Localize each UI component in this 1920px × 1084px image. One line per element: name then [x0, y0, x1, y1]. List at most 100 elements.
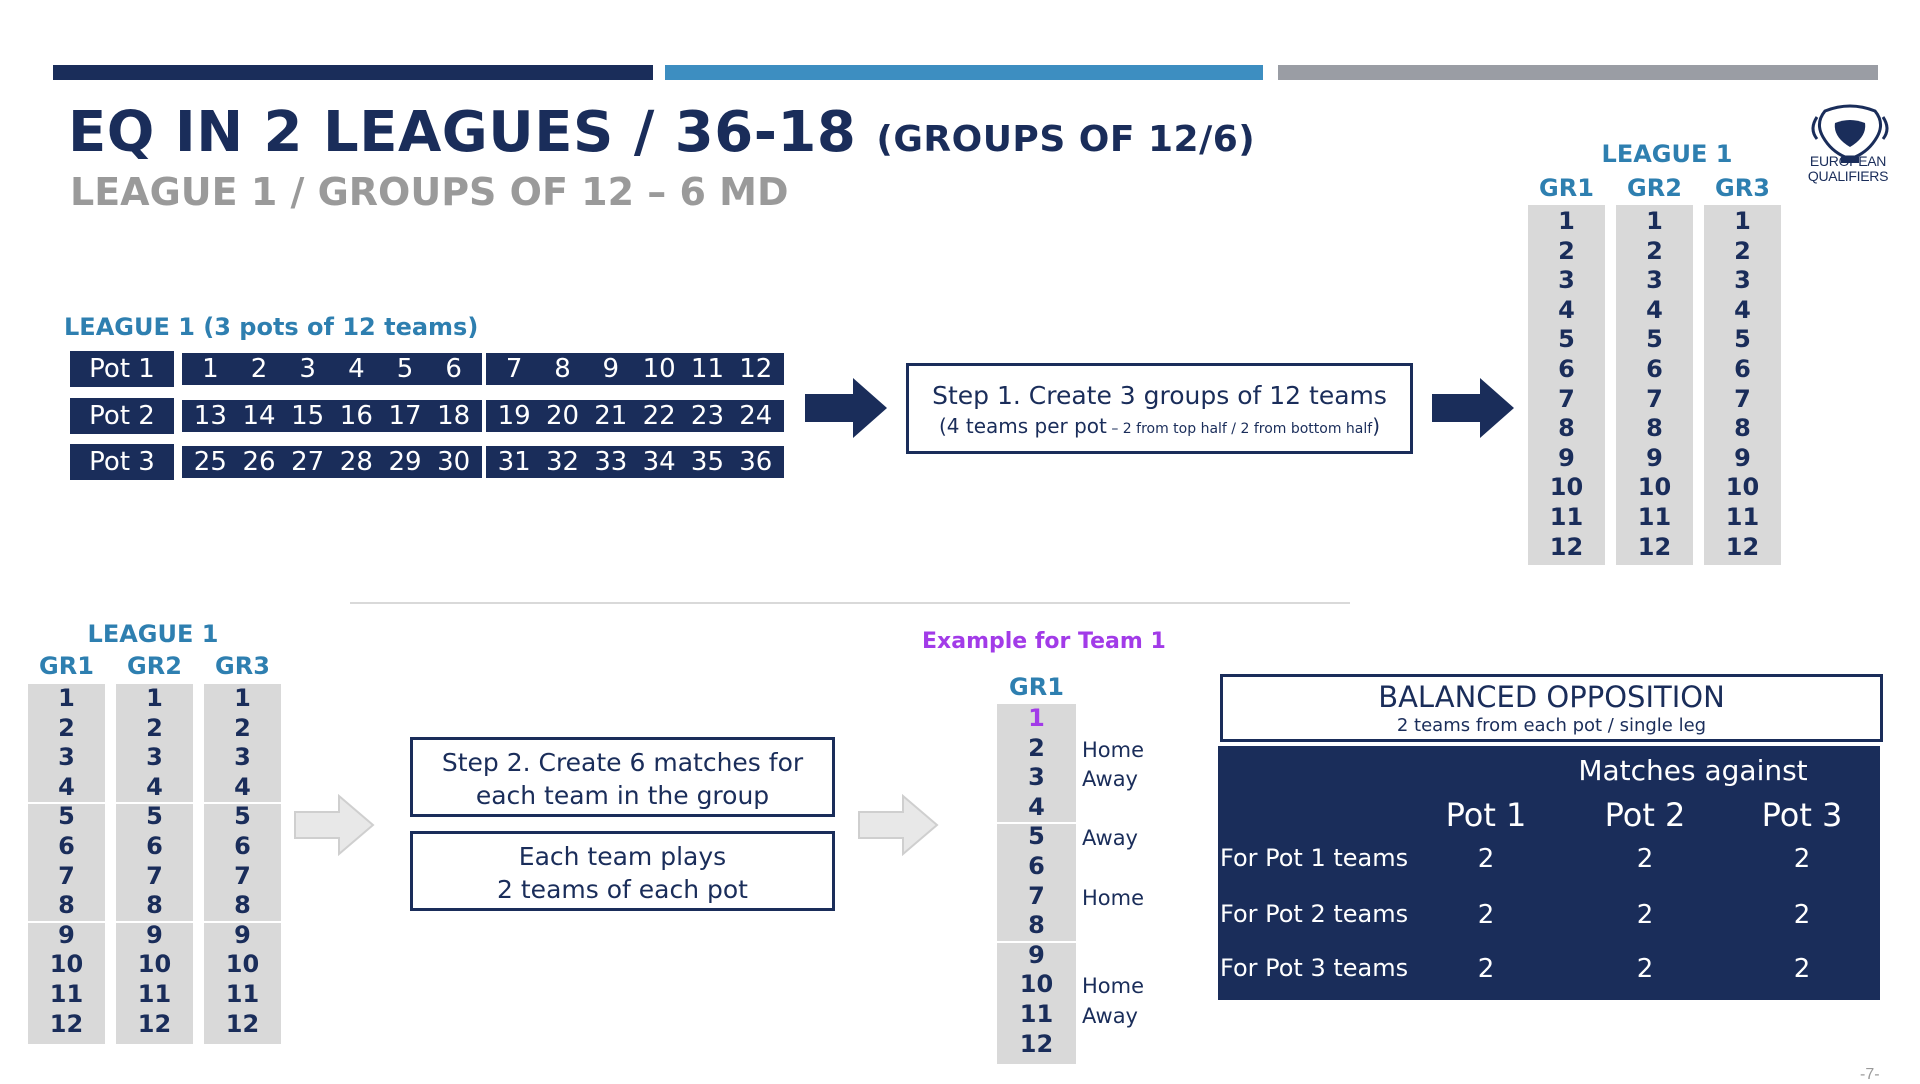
group-team-number: 4: [1646, 295, 1663, 324]
pot-team-number: 24: [739, 401, 773, 431]
group-team-number: 12: [1725, 532, 1760, 561]
step1-line2-end: ): [1372, 414, 1381, 438]
group-team-number: 6: [1558, 355, 1575, 383]
each-team-line2: 2 teams of each pot: [497, 875, 748, 904]
group-team-number: 4: [1558, 295, 1575, 324]
group-team-number: 8: [58, 891, 75, 920]
matches-row-label: For Pot 2 teams: [1220, 900, 1409, 928]
home-away-label: Home: [1082, 885, 1145, 910]
matches-cell: 2: [1793, 900, 1811, 930]
group-team-number: 2: [234, 713, 251, 742]
step2-box: Step 2. Create 6 matches for each team i…: [410, 737, 835, 817]
arrow-right-icon: [858, 794, 939, 856]
matches-cell: 2: [1477, 954, 1495, 984]
group-team-number: 10: [1725, 473, 1760, 502]
group-team-number: 7: [234, 861, 251, 890]
group-team-number: 11: [1725, 503, 1760, 531]
matches-row-label: For Pot 3 teams: [1220, 954, 1409, 982]
pots-label: LEAGUE 1 (3 pots of 12 teams): [64, 313, 479, 341]
pot-team-number: 27: [291, 447, 325, 477]
home-away-label: Away: [1082, 826, 1138, 851]
group-team-number: 7: [58, 861, 75, 890]
matches-column-header: Pot 2: [1604, 796, 1686, 834]
group-separator: [116, 802, 193, 804]
pot-team-number: 22: [642, 401, 676, 431]
pot-team-number: 34: [642, 447, 676, 477]
matches-cell: 2: [1636, 954, 1654, 984]
logo-line2: QUALIFIERS: [1807, 168, 1889, 184]
example-team-number: 10: [1019, 970, 1054, 999]
home-away-label: Away: [1082, 1004, 1138, 1028]
group-team-number: 5: [1558, 325, 1575, 354]
pot-label: Pot 1: [70, 351, 174, 387]
group-team-number: 4: [58, 772, 75, 801]
matches-cell: 2: [1793, 844, 1811, 874]
group-team-number: 11: [137, 980, 172, 1008]
example-team-number: 7: [1028, 881, 1045, 910]
group-team-number: 7: [146, 861, 163, 890]
group-separator: [116, 921, 193, 923]
group-team-number: 9: [1646, 443, 1663, 472]
group-team-number: 4: [234, 772, 251, 801]
group-team-number: 10: [225, 950, 260, 979]
pot-team-number: 19: [497, 401, 531, 431]
league1-label-top: LEAGUE 1: [1601, 140, 1733, 168]
group-team-number: 5: [146, 802, 163, 831]
pot-team-number: 30: [437, 447, 471, 477]
pot-team-number: 1: [202, 354, 219, 384]
example-team-highlight: 1: [1028, 704, 1045, 732]
step1-line2-main: (4 teams per pot: [938, 414, 1107, 438]
pot-team-number: 2: [250, 354, 268, 384]
pot-team-number: 31: [497, 447, 531, 477]
group-team-number: 12: [1637, 532, 1672, 561]
group-team-number: 1: [234, 684, 251, 712]
example-team-number: 8: [1028, 911, 1045, 940]
group-team-number: 9: [1734, 443, 1751, 472]
arrow-right-icon: [1432, 378, 1514, 438]
step1-line1: Step 1. Create 3 groups of 12 teams: [932, 381, 1387, 410]
group-team-number: 3: [234, 743, 251, 772]
group-team-number: 11: [49, 980, 84, 1008]
matches-column-header: Pot 1: [1445, 796, 1527, 834]
group-team-number: 4: [1734, 295, 1751, 324]
group-team-number: 2: [1734, 236, 1751, 265]
pot-team-number: 18: [437, 401, 471, 431]
trophy-icon: [1811, 104, 1889, 163]
pot-team-number: 32: [545, 447, 580, 477]
pot-team-number: 20: [545, 401, 580, 431]
step2-line2: each team in the group: [475, 781, 770, 810]
matches-cell: 2: [1793, 954, 1811, 984]
group-team-number: 8: [234, 891, 251, 920]
group-header: GR1: [39, 652, 94, 680]
example-team-number: 4: [1028, 792, 1045, 821]
pot-team-number: 4: [348, 354, 365, 384]
group-team-number: 2: [58, 713, 75, 742]
top-bar-gray: [1278, 65, 1878, 80]
group-separator: [28, 921, 105, 923]
pot-team-number: 21: [594, 401, 628, 431]
balanced-subtitle: 2 teams from each pot / single leg: [1396, 715, 1707, 736]
group-team-number: 6: [1646, 355, 1663, 383]
each-team-box: Each team plays 2 teams of each pot: [410, 831, 835, 911]
group-team-number: 11: [1549, 503, 1584, 531]
matches-row-label: For Pot 1 teams: [1220, 844, 1409, 872]
pot-team-number: 5: [396, 354, 414, 384]
example-team-number: 3: [1028, 763, 1045, 792]
title-main-small: (GROUPS OF 12/6): [876, 119, 1256, 160]
example-label: Example for Team 1: [922, 629, 1166, 654]
matches-cell: 2: [1477, 900, 1495, 930]
group-team-number: 12: [225, 1009, 260, 1038]
group-team-number: 3: [146, 743, 163, 772]
matches-header: Matches against: [1578, 754, 1808, 787]
group-team-number: 6: [234, 832, 251, 860]
pot-team-number: 14: [242, 401, 276, 431]
group-team-number: 1: [1734, 207, 1751, 235]
